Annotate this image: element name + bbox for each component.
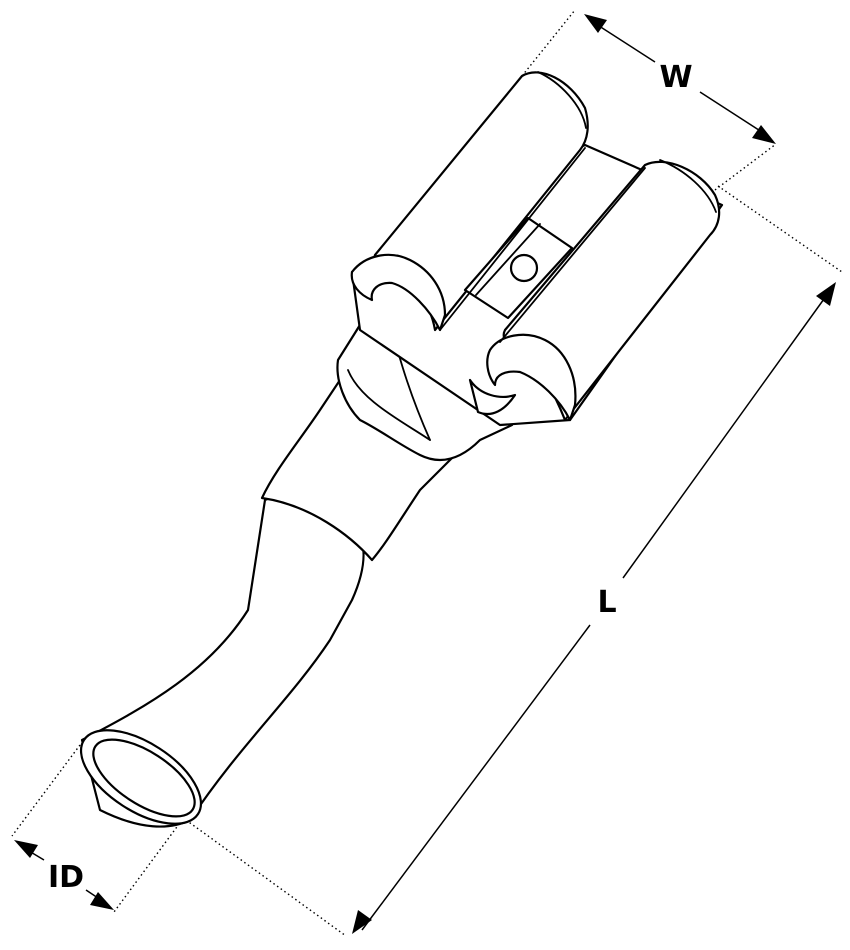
crimp-flare-ridge xyxy=(347,369,431,441)
l-label: L xyxy=(597,585,616,620)
left-curl-lip xyxy=(350,253,447,332)
dimension-id: ID xyxy=(14,840,114,910)
left-tab-edge xyxy=(537,71,587,129)
l-extension-top xyxy=(717,185,843,273)
l-extension-bottom xyxy=(185,819,347,937)
dimension-w: W xyxy=(584,14,776,144)
w-arrow-end xyxy=(752,125,776,144)
barrel-mouth-inner xyxy=(92,738,196,818)
id-extension-left xyxy=(11,744,81,837)
l-arrow-start xyxy=(816,282,836,306)
l-dimension-line-bottom xyxy=(361,624,591,931)
id-arrow-end xyxy=(90,892,114,910)
terminal-body xyxy=(79,71,724,828)
id-extension-right xyxy=(113,819,183,913)
extension-lines xyxy=(11,9,843,937)
centre-hook xyxy=(468,378,517,416)
w-dimension-line-left xyxy=(595,23,656,63)
slot-edge-left xyxy=(439,147,586,331)
right-curl-lip xyxy=(486,333,577,422)
id-arrow-start xyxy=(14,840,38,858)
contact-spring-line xyxy=(475,223,541,296)
w-dimension-line-right xyxy=(699,91,766,135)
detent-hole xyxy=(509,253,539,283)
dimension-l: L xyxy=(352,282,836,934)
l-arrow-end xyxy=(352,910,372,934)
w-extension-left xyxy=(521,9,576,77)
slot-edge-right xyxy=(499,167,646,343)
right-tab-edge xyxy=(659,159,717,213)
w-arrow-start xyxy=(584,14,607,33)
w-label: W xyxy=(659,60,692,95)
id-label: ID xyxy=(48,860,84,895)
l-dimension-line-top xyxy=(622,291,830,579)
w-extension-right xyxy=(714,143,777,191)
